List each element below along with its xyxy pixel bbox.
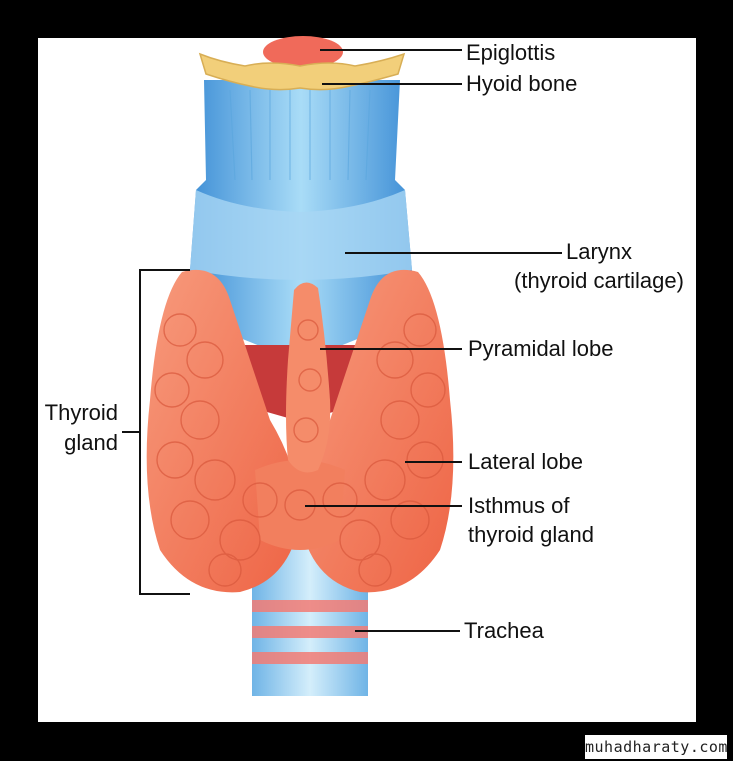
- pyramidal-lobe-label: Pyramidal lobe: [468, 336, 614, 361]
- thyroid-cartilage-label: (thyroid cartilage): [514, 268, 684, 293]
- lateral-lobe-label: Lateral lobe: [468, 449, 583, 474]
- thyroid-gland-label-line1: Thyroid: [44, 400, 118, 425]
- pyramidal-lobe-shape: [286, 282, 331, 473]
- watermark: muhadharaty.com: [585, 735, 727, 759]
- leader-lines: [122, 49, 562, 632]
- isthmus-shape: [255, 460, 345, 550]
- epiglottis-label: Epiglottis: [466, 40, 556, 65]
- larynx-shape: [190, 80, 412, 350]
- larynx-label: Larynx: [566, 239, 633, 264]
- hyoid-bone-shape: [198, 52, 406, 91]
- isthmus-label-line1: Isthmus of: [468, 493, 570, 518]
- thyroid-gland-shape: [146, 269, 454, 593]
- isthmus-label-line2: thyroid gland: [468, 522, 594, 547]
- hyoid-bone-label: Hyoid bone: [466, 71, 578, 96]
- trachea-label: Trachea: [464, 618, 544, 643]
- thyroid-gland-label-line2: gland: [64, 430, 118, 455]
- epiglottis-shape: [263, 36, 343, 68]
